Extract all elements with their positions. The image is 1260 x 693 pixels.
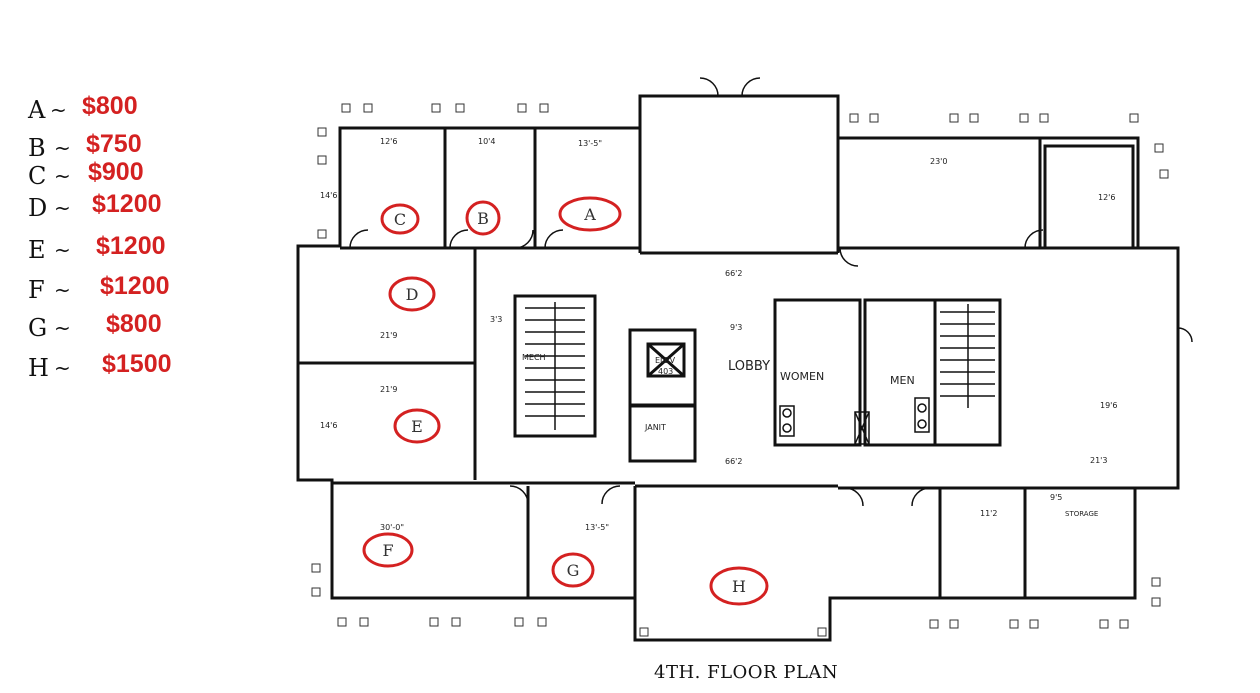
legend-unit-letter: E xyxy=(28,236,46,264)
door-swings xyxy=(349,77,1193,507)
legend-unit-letter: A xyxy=(28,96,46,124)
dimension-label: 12'6 xyxy=(380,137,397,146)
unit-marker-letter: D xyxy=(406,285,419,304)
dimension-label: 23'0 xyxy=(930,157,947,166)
unit-marker-circle xyxy=(709,566,769,606)
legend-row: C ~ $900 xyxy=(28,158,228,192)
dimension-label: 30'-0" xyxy=(380,523,404,532)
room-label-elevator-number: 403 xyxy=(658,367,673,376)
room-label-men: MEN xyxy=(890,374,915,387)
dimension-label: 21'3 xyxy=(1090,456,1107,465)
legend-row: B ~ $750 xyxy=(28,130,228,164)
tilde-mark: ~ xyxy=(54,238,71,262)
floor-plan: LOBBY WOMEN MEN ELEV 403 MECH JANIT STORAGE 12'6… xyxy=(296,77,1193,642)
column-markers xyxy=(311,103,1169,637)
tilde-mark: ~ xyxy=(54,316,71,340)
room-label-lobby: LOBBY xyxy=(728,359,770,374)
legend-price: $1200 xyxy=(92,190,162,218)
dimension-label: 66'2 xyxy=(725,457,742,466)
legend-unit-letter: C xyxy=(28,162,47,190)
legend-price: $800 xyxy=(106,310,162,338)
tilde-mark: ~ xyxy=(54,164,71,188)
unit-marker-circle xyxy=(465,200,501,236)
dimension-label: 14'6 xyxy=(320,421,337,430)
unit-marker-circle xyxy=(388,276,436,312)
dimension-label: 12'6 xyxy=(1098,193,1115,202)
dimension-label: 13'-5" xyxy=(585,523,609,532)
legend-row: F ~ $1200 xyxy=(28,272,228,306)
legend-unit-letter: F xyxy=(28,276,45,304)
dimension-label: 66'2 xyxy=(725,269,742,278)
floor-plan-caption: 4TH. FLOOR PLAN xyxy=(654,662,839,683)
unit-marker-letter: F xyxy=(382,541,393,560)
stairs-left xyxy=(525,302,585,430)
stairs-right xyxy=(940,304,995,408)
legend-row: D~ $1200 xyxy=(28,190,228,224)
legend-price: $1200 xyxy=(96,232,166,260)
tilde-mark: ~ xyxy=(54,136,71,160)
unit-marker-letter: A xyxy=(583,205,596,224)
legend-price: $800 xyxy=(82,92,138,120)
tilde-mark: ~ xyxy=(54,356,71,380)
legend-price: $750 xyxy=(86,130,142,158)
tilde-mark: ~ xyxy=(54,278,71,302)
dimension-label: 10'4 xyxy=(478,137,495,146)
building-outline xyxy=(296,94,1180,642)
room-label-janitor: JANIT xyxy=(644,423,666,432)
unit-marker-letter: C xyxy=(394,210,406,229)
legend-price: $1200 xyxy=(100,272,170,300)
legend-unit-letter: B xyxy=(28,134,46,162)
dimension-label: 21'9 xyxy=(380,331,397,340)
dimension-label: 14'6 xyxy=(320,191,337,200)
legend-unit-letter: H xyxy=(28,354,49,382)
legend-price: $900 xyxy=(88,158,144,186)
legend-row: H~ $1500 xyxy=(28,350,228,384)
dimension-label: 9'5 xyxy=(1050,493,1062,502)
unit-marker-circle xyxy=(393,408,441,444)
dimension-label: 11'2 xyxy=(980,509,997,518)
dimension-label: 9'3 xyxy=(730,323,742,332)
legend-row: G~ $800 xyxy=(28,310,228,344)
dimension-label: 21'9 xyxy=(380,385,397,394)
legend-price: $1500 xyxy=(102,350,172,378)
unit-marker-circle xyxy=(362,532,414,568)
legend-row: A~ $800 xyxy=(28,92,228,126)
room-label-storage: STORAGE xyxy=(1065,510,1098,518)
dimension-label: 3'3 xyxy=(490,315,502,324)
legend-unit-letter: G xyxy=(28,314,48,342)
unit-marker-circle xyxy=(551,552,595,588)
room-label-elevator: ELEV xyxy=(655,356,676,365)
tilde-mark: ~ xyxy=(54,196,71,220)
dimension-label: 13'-5" xyxy=(578,139,602,148)
room-label-women: WOMEN xyxy=(780,370,824,383)
unit-marker-letter: H xyxy=(732,577,746,596)
restroom-fixtures xyxy=(779,397,930,445)
dimension-label: 19'6 xyxy=(1100,401,1117,410)
unit-marker-letter: B xyxy=(477,209,489,228)
room-label-mechanical: MECH xyxy=(522,353,546,362)
unit-marker-circle xyxy=(380,203,420,235)
tilde-mark: ~ xyxy=(50,98,67,122)
unit-marker-letter: G xyxy=(567,561,580,580)
unit-marker-letter: E xyxy=(411,417,423,436)
legend-row: E ~ $1200 xyxy=(28,232,228,266)
legend-unit-letter: D xyxy=(28,194,48,222)
unit-marker-circle xyxy=(558,196,622,232)
